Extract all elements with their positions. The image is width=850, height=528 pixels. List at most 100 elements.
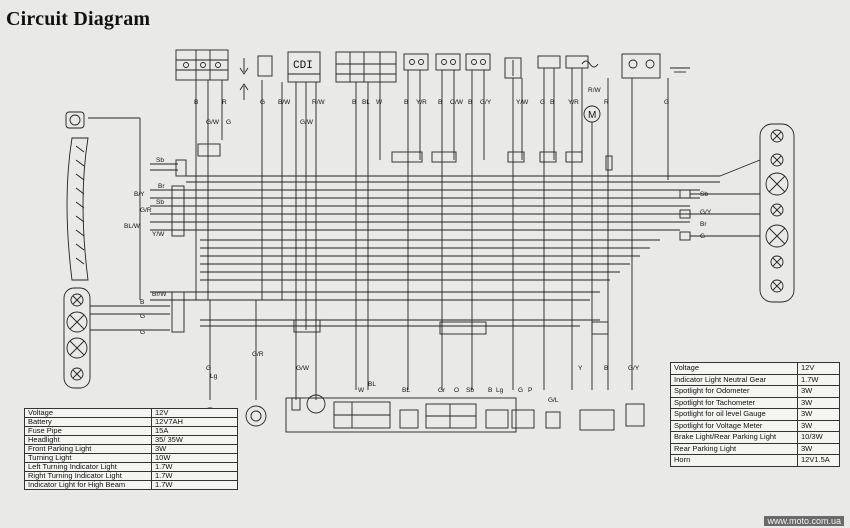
spec-value: 1.7W xyxy=(797,373,840,386)
spec-value: 3W xyxy=(797,442,840,455)
cdi-unit xyxy=(287,51,321,83)
left-switch-housing xyxy=(65,111,89,281)
wire-label-g-b5: G xyxy=(518,387,523,394)
wire-label-b-c3: B xyxy=(468,99,472,106)
wire-label-sb-left: Sb xyxy=(156,157,164,164)
wire-label-y-b7: Y xyxy=(578,365,583,372)
wire-label-yr-c1: Y/R xyxy=(416,99,427,106)
spec-item: Indicator Light for High Beam xyxy=(24,480,152,490)
connector-blocks xyxy=(171,143,691,335)
spec-value: 10/3W xyxy=(797,431,840,444)
bottom-components xyxy=(201,394,645,433)
wire-labels: Sb Br B/Y Sb G/R BL/W Y/W Br/W B G G Sb … xyxy=(124,87,712,404)
spec-value: 3W xyxy=(797,396,840,409)
wire-label-o-b3: O xyxy=(454,387,459,394)
wire-label-g-bottom: G xyxy=(206,365,211,372)
wire-label-gy-c3: G/Y xyxy=(480,99,492,106)
spec-item: Spotlight for Tachometer xyxy=(670,396,798,409)
starter-motor-label: M xyxy=(588,110,596,121)
wire-label-g-left-2: G xyxy=(140,329,145,336)
watermark: www.moto.com.ua xyxy=(764,516,844,526)
spec-item: Voltage xyxy=(670,362,798,375)
wire-label-sb-left-2: Sb xyxy=(156,199,164,206)
wire-label-b-b7: B xyxy=(604,365,608,372)
wire-label-bw-cdi: B/W xyxy=(278,99,291,106)
wire-label-sb-b3: Sb xyxy=(466,387,474,394)
wire-label-brw: Br/W xyxy=(152,291,167,298)
wire-label-w-bottom: W xyxy=(358,387,365,394)
wire-label-by: B/Y xyxy=(134,191,145,198)
wire-label-gw-bottom: G/W xyxy=(296,365,310,372)
ignition-switch xyxy=(175,49,229,81)
wire-label-b-c2: B xyxy=(438,99,442,106)
fuse-and-battery xyxy=(581,53,690,123)
wire-label-g-top: G xyxy=(226,119,231,126)
wire-label-bl-sw: BL xyxy=(362,99,370,106)
spec-value: 1.7W xyxy=(151,480,238,490)
wire-label-gr-b3: Gr xyxy=(438,387,446,394)
handlebar-switch-block xyxy=(335,51,397,83)
wire-label-sb-right: Sb xyxy=(700,191,708,198)
wire-label-p-b5: P xyxy=(528,387,532,394)
spec-item: Indicator Light Neutral Gear xyxy=(670,373,798,386)
spec-value: 3W xyxy=(797,408,840,421)
wire-label-b-c1: B xyxy=(404,99,408,106)
wire-label-lg-bottom: Lg xyxy=(210,373,218,380)
wire-label-yr-c6: Y/R xyxy=(568,99,579,106)
spec-item: Spotlight for Voltage Meter xyxy=(670,419,798,432)
wire-label-br-left: Br xyxy=(158,183,165,190)
wire-label-g-right: G xyxy=(700,233,705,240)
wire-label-g-reg: G xyxy=(260,99,265,106)
wire-label-br-right: Br xyxy=(700,221,707,228)
regulator xyxy=(239,55,273,100)
wire-label-yw-left: Y/W xyxy=(152,231,165,238)
wire-label-gy-b8: G/Y xyxy=(628,365,640,372)
right-lamp-cluster xyxy=(759,123,795,303)
main-harness xyxy=(88,117,761,331)
wire-label-r-top: R xyxy=(222,99,227,106)
wire-label-gy-right: G/Y xyxy=(700,209,712,216)
wire-label-gr-left: G/R xyxy=(140,207,152,214)
wire-label-bl-bottom: BL xyxy=(368,381,376,388)
wire-label-rw-cdi: R/W xyxy=(312,99,326,106)
wire-label-g-batt: G xyxy=(664,99,669,106)
wire-label-gl-b6: G/L xyxy=(548,397,559,404)
wire-label-b-top: B xyxy=(194,99,198,106)
spec-value: 3W xyxy=(797,385,840,398)
wire-label-blw-left: BL/W xyxy=(124,223,141,230)
wire-label-b-b4: B xyxy=(488,387,492,394)
wire-label-grw-top: G/W xyxy=(206,119,220,126)
wire-label-lg-b4: Lg xyxy=(496,387,504,394)
wire-label-rw-fuse: R/W xyxy=(588,87,602,94)
wire-label-r-batt: R xyxy=(604,99,609,106)
spec-value: 12V1.5A xyxy=(797,454,840,467)
spec-item: Horn xyxy=(670,454,798,467)
wire-label-g-left: G xyxy=(140,313,145,320)
wire-label-ow-c2: O/W xyxy=(450,99,464,106)
wire-label-b-sw: B xyxy=(352,99,356,106)
spec-item: Rear Parking Light xyxy=(670,442,798,455)
diagram-title: Circuit Diagram xyxy=(6,8,151,30)
spec-item: Spotlight for Odometer xyxy=(670,385,798,398)
left-lamp-cluster xyxy=(63,287,91,389)
cdi-label: CDI xyxy=(293,60,313,72)
wire-label-bl-b2: BL xyxy=(402,387,410,394)
spec-value: 12V xyxy=(797,362,840,375)
wire-label-b-c5: B xyxy=(550,99,554,106)
vertical-wires xyxy=(195,68,669,400)
wire-label-gr-bottom: G/R xyxy=(252,351,264,358)
spec-value: 3W xyxy=(797,419,840,432)
wire-label-gw-cdi: G/W xyxy=(300,119,314,126)
